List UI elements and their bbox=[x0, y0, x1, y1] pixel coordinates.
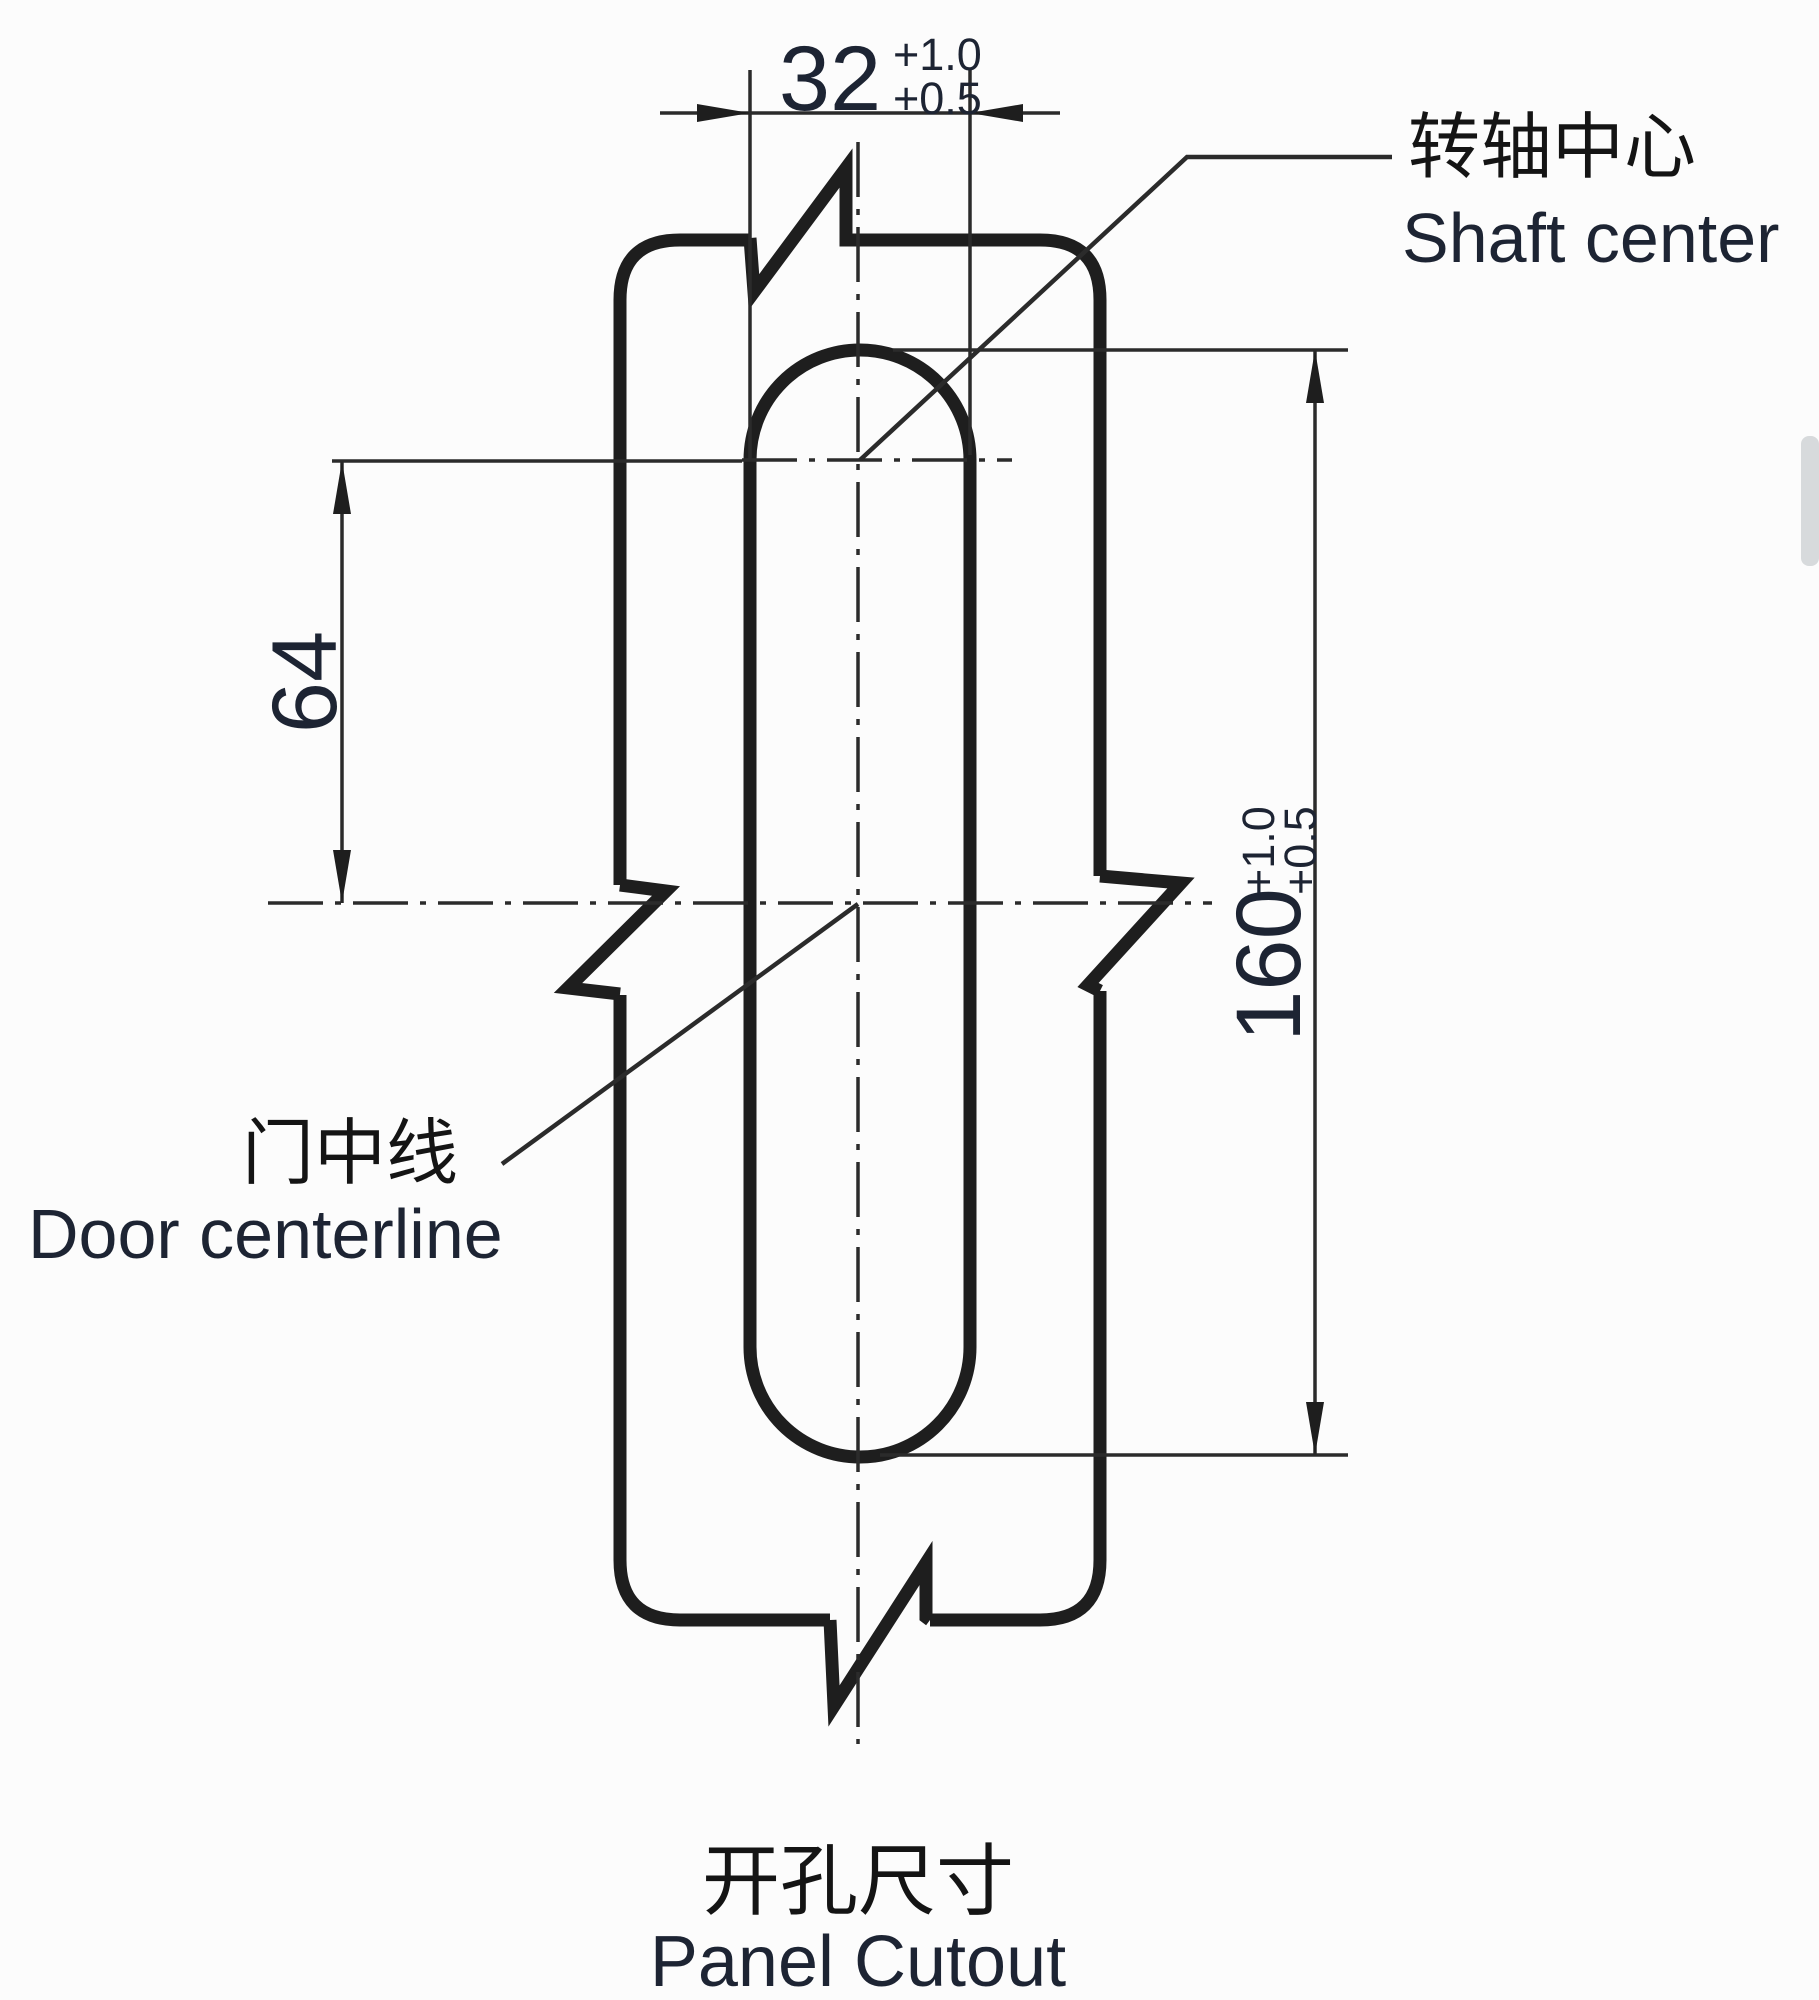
dim-32-tol-upper: +1.0 bbox=[893, 29, 982, 80]
drawing-title-zh: 开孔尺寸 bbox=[702, 1837, 1014, 1925]
right-edge-scroll-artifact bbox=[1801, 436, 1819, 566]
break-line-bottom bbox=[823, 1540, 934, 1727]
dim-64-value: 64 bbox=[254, 631, 356, 733]
break-line-right bbox=[1077, 869, 1195, 997]
dim-160-arrow-bottom bbox=[1306, 1402, 1324, 1455]
break-line-left bbox=[553, 878, 681, 1001]
dim-32-arrow-left bbox=[697, 104, 750, 122]
panel-outline-bottom-right bbox=[930, 991, 1107, 1627]
drawing-title-en: Panel Cutout bbox=[650, 1922, 1066, 2000]
panel-outline-top-left bbox=[613, 233, 750, 885]
panel-outline-bottom-left bbox=[613, 995, 830, 1627]
dim-160-tol-lower: +0.5 bbox=[1275, 806, 1326, 895]
shaft-center-leader bbox=[858, 154, 1392, 462]
dim-32-value: 32 bbox=[779, 28, 881, 130]
break-line-top bbox=[743, 148, 855, 310]
door-centerline-label-zh: 门中线 bbox=[242, 1114, 458, 1194]
dim-160-arrow-top bbox=[1306, 350, 1324, 403]
dim-160-tol-upper: +1.0 bbox=[1233, 806, 1284, 895]
dim-64-arrow-top bbox=[333, 461, 351, 514]
dim-160-value: 160 bbox=[1218, 888, 1320, 1042]
dim-32-tol-lower: +0.5 bbox=[893, 73, 982, 124]
dim-64-arrow-bottom bbox=[333, 850, 351, 903]
dim-32-arrow-right bbox=[970, 104, 1023, 122]
door-centerline-label-en: Door centerline bbox=[28, 1195, 503, 1273]
panel-outline-top-right bbox=[855, 233, 1107, 876]
shaft-center-label-en: Shaft center bbox=[1402, 199, 1779, 277]
door-centerline-leader bbox=[500, 902, 860, 1166]
shaft-center-label-zh: 转轴中心 bbox=[1408, 108, 1696, 188]
